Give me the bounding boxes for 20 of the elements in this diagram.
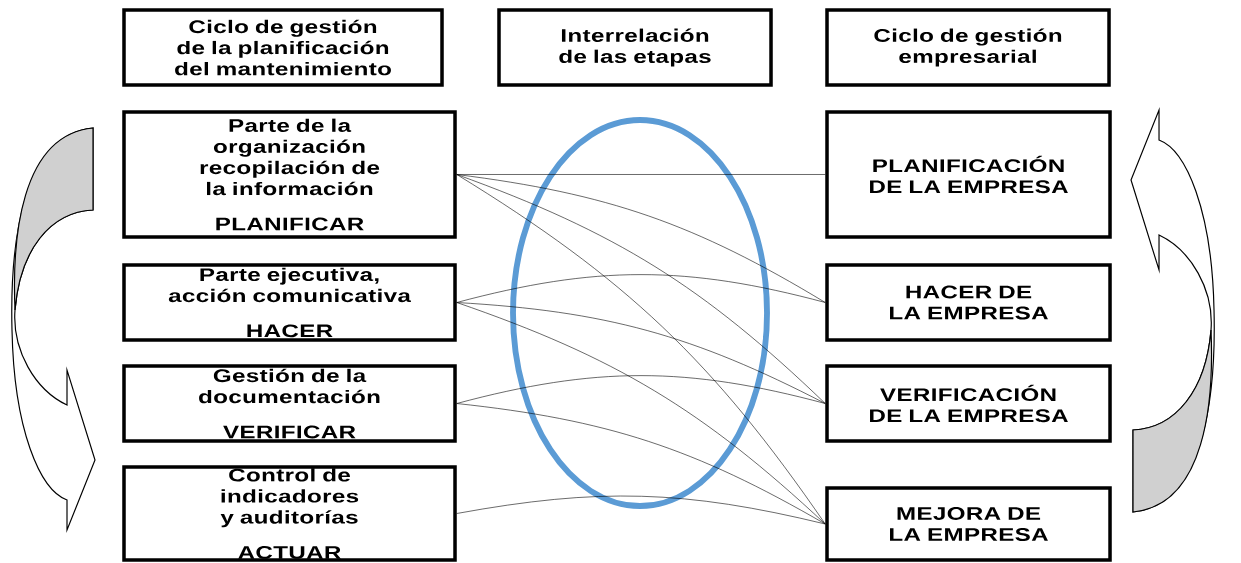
process-box: HACER DE LA EMPRESA <box>825 263 1112 342</box>
process-box: VERIFICACIÓN DE LA EMPRESA <box>825 364 1112 443</box>
connector-line <box>456 274 826 303</box>
process-box: Ciclo de gestión empresarial <box>825 8 1111 87</box>
connector-line <box>456 174 826 525</box>
process-box: Parte ejecutiva, acción comunicativa HACER <box>122 263 457 342</box>
connector-line <box>456 302 826 404</box>
process-box: Ciclo de gestión de la planificación del mantenimiento <box>122 8 444 87</box>
process-box: Control de indicadores y auditorías ACTUAR <box>122 465 457 562</box>
process-box: Parte de la organización recopilación de la información PLANIFICAR <box>122 110 457 239</box>
process-box: PLANIFICACIÓN DE LA EMPRESA <box>825 110 1112 239</box>
connector-line <box>456 174 826 303</box>
process-box: MEJORA DE LA EMPRESA <box>825 486 1112 562</box>
connector-line <box>456 174 826 404</box>
connector-line <box>456 375 826 404</box>
process-box: Interrelación de las etapas <box>497 8 773 87</box>
process-box: Gestión de la documentación VERIFICAR <box>122 364 457 443</box>
connector-line <box>456 403 826 525</box>
connector-line <box>456 302 826 525</box>
connector-line <box>456 495 826 525</box>
